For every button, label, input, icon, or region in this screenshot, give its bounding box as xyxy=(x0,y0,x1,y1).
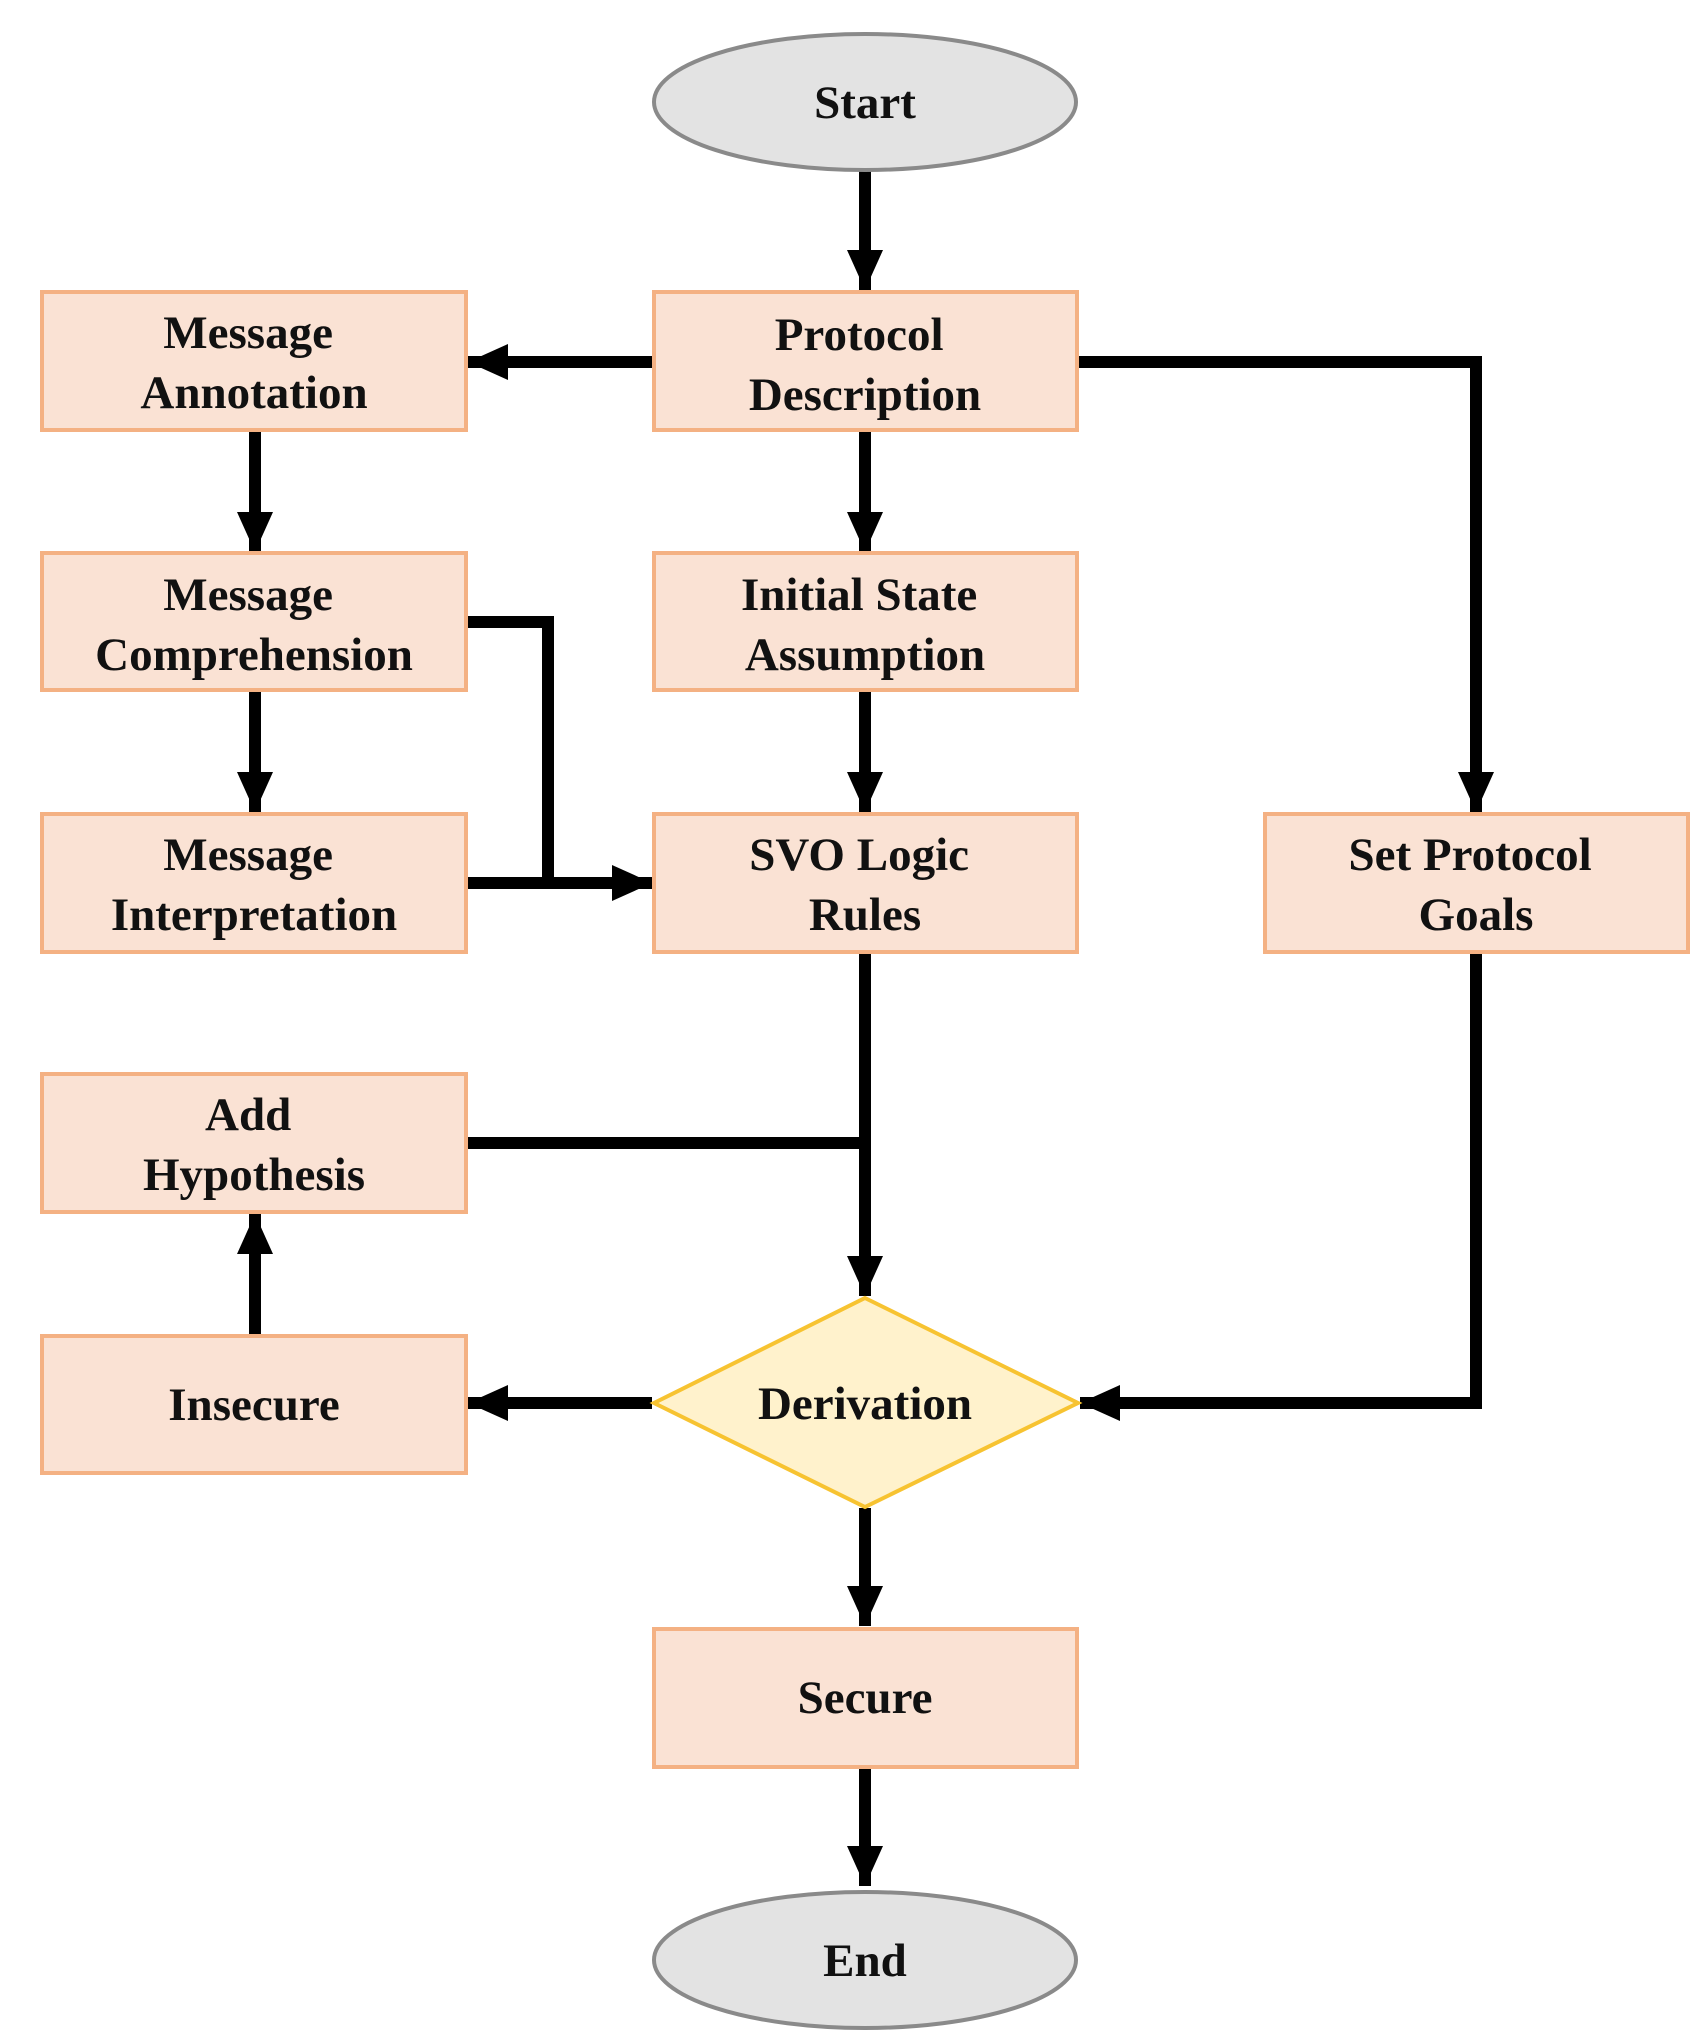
add-hypothesis-line-2: Hypothesis xyxy=(143,1149,365,1201)
svo-logic-rules-node: SVO Logic Rules xyxy=(652,812,1079,954)
end-node: End xyxy=(652,1890,1078,2030)
svg-text:Set Protocol Goals: Set Protocol Goals xyxy=(1349,829,1604,941)
svg-text:Protocol Description: Protocol Description xyxy=(749,309,981,421)
svg-text:Message Annotation: Message Annotation xyxy=(140,307,367,419)
derivation-decision-node: Derivation xyxy=(649,1295,1083,1510)
svo-logic-line-1: SVO Logic xyxy=(749,829,969,881)
message-annotation-line-1: Message xyxy=(163,307,333,359)
message-interpretation-node: Message Interpretation xyxy=(40,812,468,954)
protocol-description-line-2: Description xyxy=(749,369,981,421)
line-comprehension-to-join xyxy=(467,616,554,883)
svg-text:Message Comprehension: Message Comprehension xyxy=(95,569,413,681)
set-protocol-goals-node: Set Protocol Goals xyxy=(1263,812,1690,954)
secure-label: Secure xyxy=(798,1672,933,1724)
message-annotation-line-2: Annotation xyxy=(140,367,367,419)
initial-state-line-2: Assumption xyxy=(745,629,985,681)
set-protocol-goals-line-1: Set Protocol xyxy=(1349,829,1592,881)
derivation-label: Derivation xyxy=(758,1378,972,1430)
initial-state-line-1: Initial State xyxy=(741,569,977,621)
message-interpretation-line-2: Interpretation xyxy=(111,889,397,941)
protocol-description-line-1: Protocol xyxy=(775,309,944,361)
secure-node: Secure xyxy=(652,1627,1079,1769)
add-hypothesis-node: Add Hypothesis xyxy=(40,1072,468,1214)
insecure-label: Insecure xyxy=(168,1379,339,1431)
insecure-node: Insecure xyxy=(40,1334,468,1475)
initial-state-assumption-node: Initial State Assumption xyxy=(652,551,1079,692)
add-hypothesis-line-1: Add xyxy=(205,1089,291,1141)
svg-text:Message Interpretation: Message Interpretation xyxy=(111,829,397,941)
connectors xyxy=(237,170,1494,1886)
arrow-goals-to-derivation xyxy=(1080,952,1482,1421)
set-protocol-goals-line-2: Goals xyxy=(1419,889,1534,941)
message-comprehension-line-2: Comprehension xyxy=(95,629,413,681)
end-label: End xyxy=(823,1935,907,1987)
svo-logic-line-2: Rules xyxy=(809,889,921,941)
svg-text:Initial State Assumption: Initial State Assumption xyxy=(741,569,989,681)
svg-text:Add Hypothesis: Add Hypothesis xyxy=(143,1089,365,1201)
start-label: Start xyxy=(814,77,916,129)
svg-text:SVO Logic Rules: SVO Logic Rules xyxy=(749,829,980,941)
start-node: Start xyxy=(652,32,1078,172)
message-interpretation-line-1: Message xyxy=(163,829,333,881)
arrow-protocol-to-goals xyxy=(1078,356,1494,812)
message-comprehension-node: Message Comprehension xyxy=(40,551,468,692)
message-comprehension-line-1: Message xyxy=(163,569,333,621)
protocol-description-node: Protocol Description xyxy=(652,290,1079,432)
message-annotation-node: Message Annotation xyxy=(40,290,468,432)
